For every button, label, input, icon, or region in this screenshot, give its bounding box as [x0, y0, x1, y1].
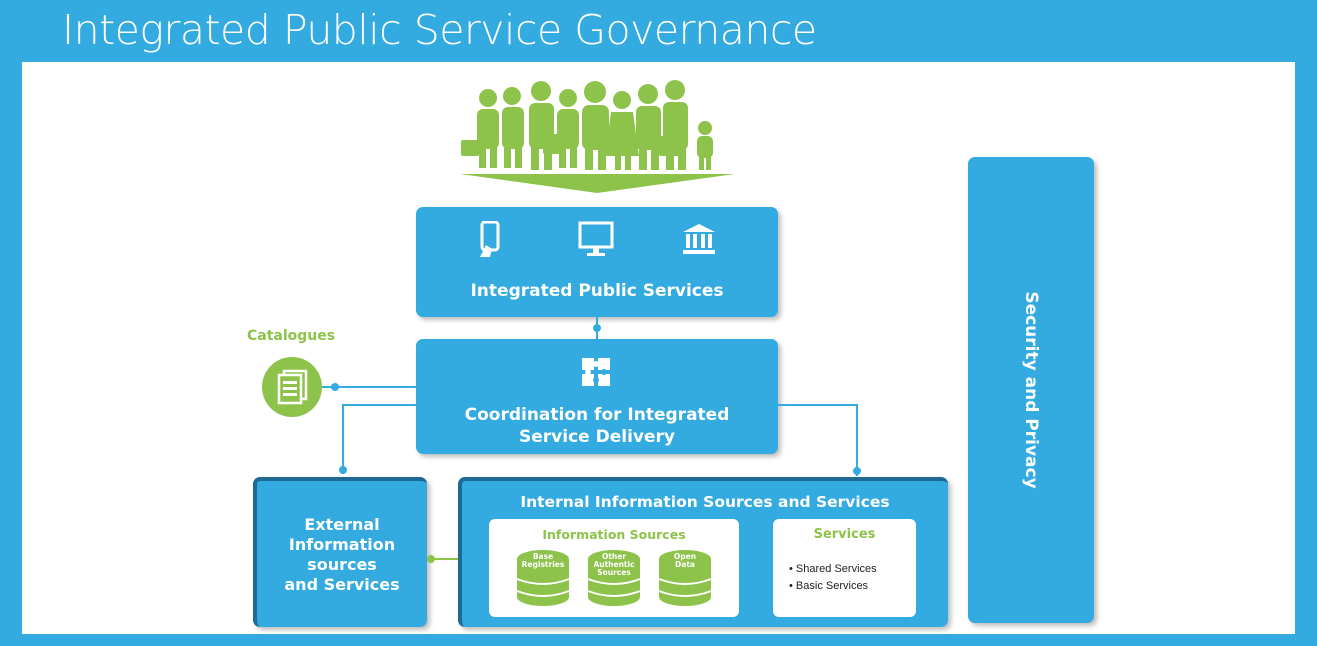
coordination-box: Coordination for Integrated Service Deli…	[416, 339, 778, 454]
external-sources-box: External Information sources and Service…	[253, 477, 427, 627]
services-card: Services • Shared Services • Basic Servi…	[773, 519, 916, 617]
integrated-public-services-label: Integrated Public Services	[470, 281, 724, 301]
services-list: • Shared Services • Basic Services	[789, 563, 877, 597]
connector-catalogues	[322, 386, 416, 388]
coordination-label-line2: Service Delivery	[519, 427, 675, 447]
connector-dot	[593, 324, 601, 332]
mobile-phone-icon	[480, 221, 500, 257]
catalogue-icon	[277, 369, 308, 405]
bank-building-icon	[683, 224, 715, 254]
external-label-line3: sources	[307, 555, 377, 574]
internal-title: Internal Information Sources and Service…	[520, 493, 890, 511]
security-privacy-box: Security and Privacy	[968, 157, 1094, 623]
coordination-label-line1: Coordination for Integrated	[464, 405, 730, 425]
services-list-item: • Shared Services	[789, 563, 877, 575]
puzzle-icon	[582, 358, 610, 386]
external-label-line2: Information	[288, 535, 396, 554]
connector-right-branch	[778, 404, 858, 406]
external-label-line4: and Services	[284, 575, 400, 594]
connector-dot	[853, 467, 861, 475]
connector-dot	[331, 383, 339, 391]
services-title: Services	[813, 527, 876, 542]
connector-left-branch	[342, 404, 416, 406]
external-label-line1: External	[304, 515, 380, 534]
connector-dot	[339, 466, 347, 474]
connector-external-internal	[427, 558, 461, 560]
connector-right-down	[856, 404, 858, 476]
monitor-icon	[578, 221, 614, 256]
internal-sources-box: Internal Information Sources and Service…	[458, 477, 948, 627]
page-title: Integrated Public Service Governance	[62, 6, 817, 54]
integrated-public-services-box: Integrated Public Services	[416, 207, 778, 317]
connector-dot	[427, 555, 435, 563]
people-group-icon	[460, 80, 735, 193]
information-sources-title: Information Sources	[542, 527, 686, 542]
catalogues-label: Catalogues	[247, 328, 336, 344]
security-privacy-label: Security and Privacy	[1021, 291, 1041, 489]
connector-left-down	[342, 404, 344, 474]
catalogues-circle	[262, 357, 322, 417]
services-list-item: • Basic Services	[789, 580, 869, 592]
